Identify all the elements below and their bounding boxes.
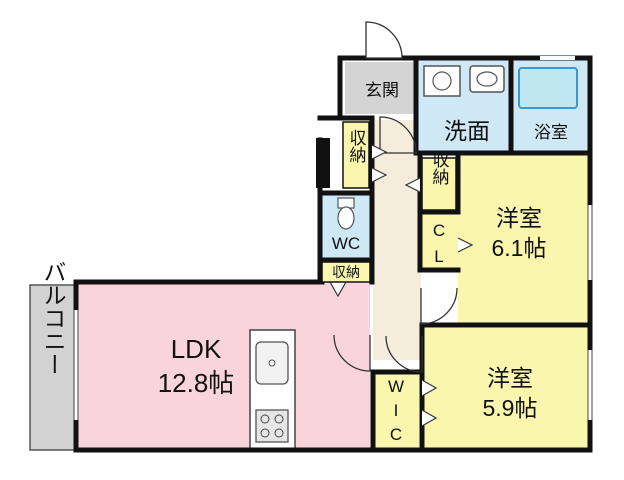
sink-icon	[255, 341, 289, 385]
shuno-mid-box	[421, 157, 457, 211]
pillar	[316, 138, 330, 188]
washbasin-icon	[469, 65, 505, 93]
wic-i-label: I	[394, 401, 399, 420]
balcony-fill	[29, 284, 77, 451]
closet-cl-fill	[421, 212, 458, 270]
shuno-upper-text: 収納	[347, 129, 367, 164]
yoshitsu2-name: 洋室	[487, 365, 533, 391]
ldk-size: 12.8帖	[158, 368, 235, 398]
yoshitsu1-fill	[458, 155, 588, 323]
toilet-icon	[337, 197, 355, 230]
hall-fill	[373, 120, 421, 360]
yoshitsu1-name: 洋室	[496, 205, 542, 231]
yoshitsu1-size: 6.1帖	[492, 235, 547, 261]
wic-c-label: C	[390, 425, 402, 444]
wc-label: WC	[332, 234, 360, 253]
shuno-lower-text: 収納	[332, 264, 360, 280]
stove-icon	[255, 409, 289, 443]
shuno-lower-box	[321, 261, 371, 283]
yoshitsu2-fill	[422, 328, 588, 450]
genkan-label: 玄関	[365, 81, 399, 100]
balcony-label: バルコニー	[40, 261, 66, 376]
bathtub-icon	[518, 67, 578, 109]
closet-c-label: C	[433, 221, 445, 240]
windows	[74, 56, 592, 420]
senmen-label: 洗面	[444, 118, 490, 144]
shuno-mid-text: 収納	[430, 151, 450, 186]
wic-fill	[375, 372, 419, 450]
shuno-upper-label	[342, 121, 370, 189]
closet-l-label: L	[434, 247, 443, 266]
yoshitsu2-size: 5.9帖	[483, 395, 538, 421]
entrance-door-icon	[365, 21, 403, 59]
wic-w-label: W	[388, 377, 404, 396]
ldk-fill	[76, 282, 370, 450]
folding-door-marks	[329, 144, 474, 427]
ldk-name: LDK	[171, 334, 222, 364]
door-swings	[333, 21, 458, 373]
yokushitsu-label: 浴室	[534, 123, 568, 142]
genkan-fill	[345, 62, 415, 114]
washing-machine-icon	[423, 65, 461, 97]
